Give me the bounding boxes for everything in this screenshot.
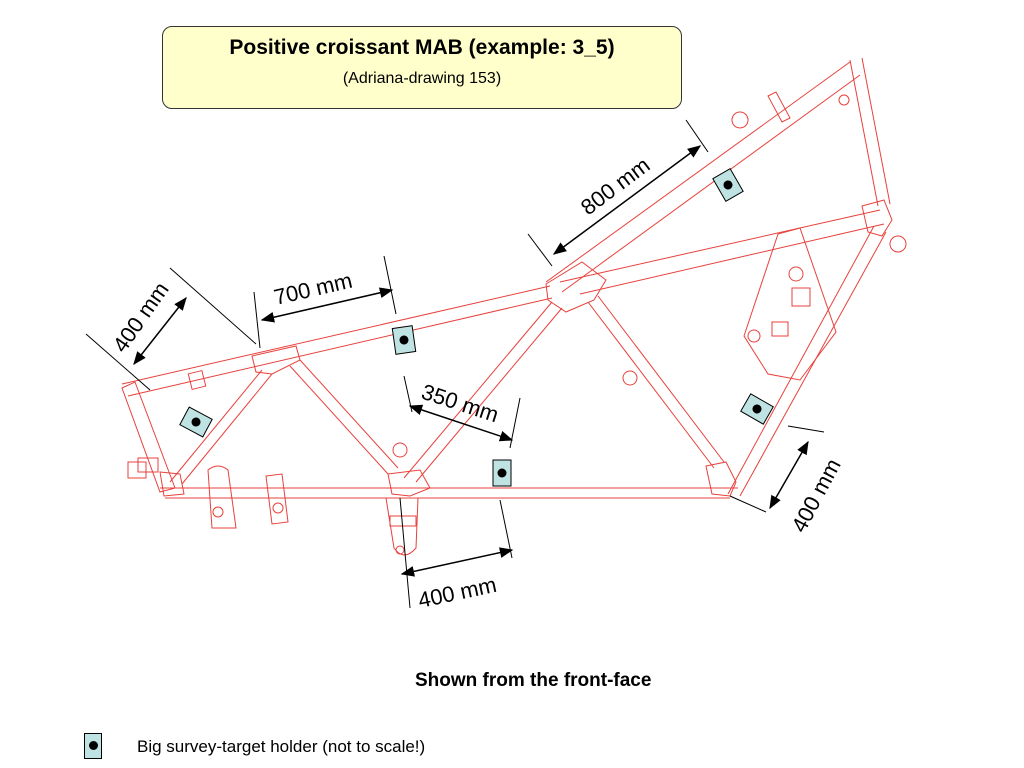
diagram-subtitle: (Adriana-drawing 153) bbox=[342, 70, 502, 87]
dim-label-400-left: 400 mm bbox=[108, 277, 174, 356]
legend-label: Big survey-target holder (not to scale!) bbox=[137, 737, 426, 756]
truss-frame bbox=[121, 57, 907, 556]
survey-target-holder bbox=[492, 459, 512, 487]
survey-target-holder bbox=[179, 406, 213, 438]
survey-target-holder bbox=[712, 168, 744, 202]
dim-label-400-right: 400 mm bbox=[786, 454, 845, 536]
view-caption: Shown from the front-face bbox=[415, 670, 652, 691]
survey-target-holder-icon bbox=[84, 733, 102, 759]
dim-arrow-800 bbox=[552, 145, 702, 255]
diagram-title: Positive croissant MAB (example: 3_5) bbox=[229, 36, 615, 59]
dim-arrow-400-left bbox=[133, 296, 187, 366]
dim-arrow-400-right bbox=[769, 440, 809, 510]
survey-target-holder bbox=[740, 393, 774, 425]
dim-label-400-bottom: 400 mm bbox=[416, 572, 499, 613]
survey-target-holders bbox=[179, 168, 774, 487]
dim-label-350: 350 mm bbox=[418, 379, 501, 427]
survey-target-holder bbox=[391, 325, 417, 355]
title-box: Positive croissant MAB (example: 3_5) (A… bbox=[162, 26, 682, 109]
dim-label-700: 700 mm bbox=[272, 268, 355, 310]
dim-label-800: 800 mm bbox=[576, 152, 655, 220]
dim-arrow-400-bottom bbox=[400, 547, 514, 577]
dimension-arrows bbox=[133, 145, 809, 577]
dim-arrow-350 bbox=[408, 404, 514, 442]
dim-arrow-700 bbox=[260, 287, 394, 323]
extension-lines bbox=[85, 119, 825, 609]
